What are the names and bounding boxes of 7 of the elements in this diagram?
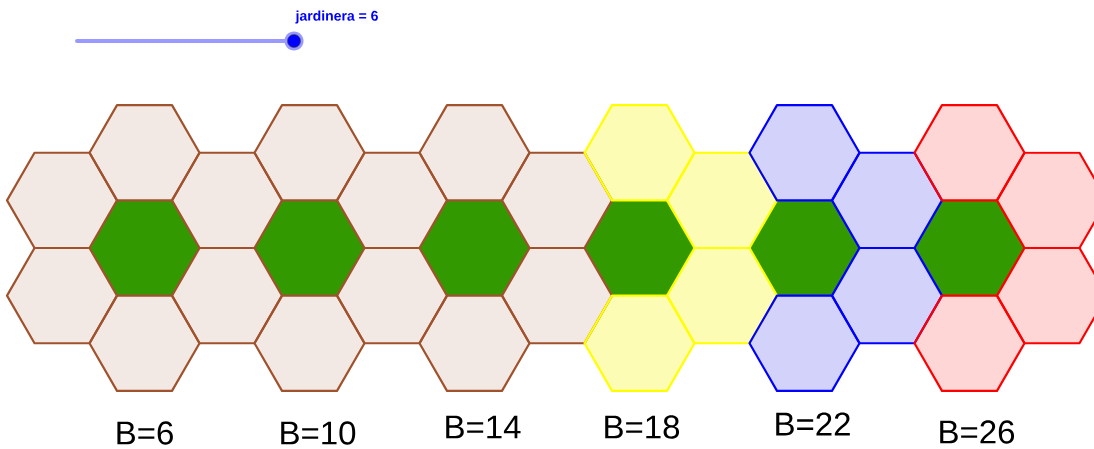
slider-label: jardinera = 6 xyxy=(295,10,378,24)
count-label: B=26 xyxy=(940,420,1015,444)
count-label: B=18 xyxy=(605,415,680,439)
count-label: B=10 xyxy=(281,421,356,445)
count-label: B=22 xyxy=(776,412,850,436)
count-label: B=14 xyxy=(446,415,521,439)
count-label: B=6 xyxy=(117,421,173,445)
